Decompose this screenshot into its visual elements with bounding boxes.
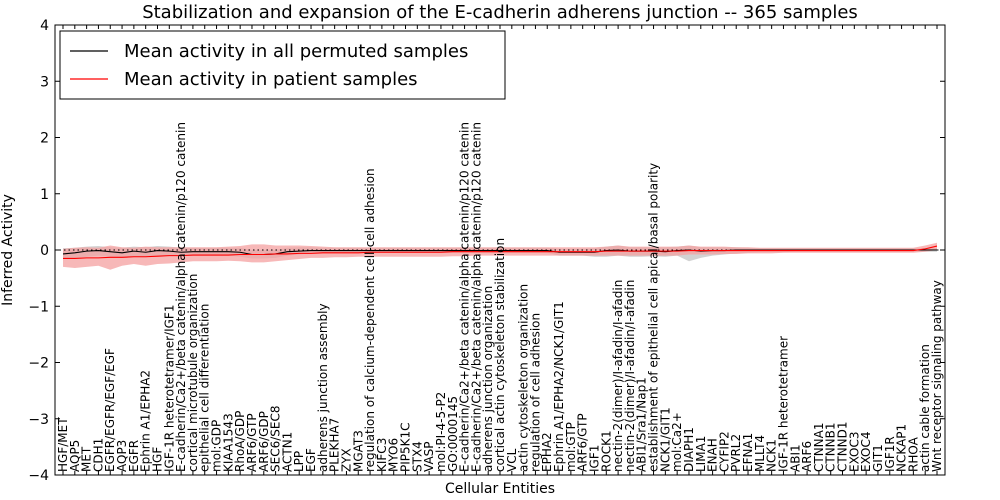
legend-box (59, 30, 506, 100)
x-tick-label: adherens junction organization (481, 286, 495, 472)
series-1-line (63, 245, 938, 259)
x-tick-label: E-cadherin/Ca2+/beta catenin/alpha caten… (174, 122, 188, 472)
x-tick-label: NCKAP1 (895, 424, 909, 472)
x-tick-label: nectin-2(dimer)/I-afadin/I-afadin (611, 280, 625, 472)
x-tick-label: EGF (304, 448, 318, 472)
x-tick-label: EGFR/EGFR/EGF/EGF (103, 348, 117, 472)
x-tick-label: CYFIP2 (717, 431, 731, 472)
x-tick-label: ARF6/GTP (245, 413, 259, 472)
x-tick-label: RHOA (906, 436, 920, 472)
x-tick-label: ROCK1 (599, 430, 613, 472)
x-tick-label: CTNNB1 (824, 422, 838, 472)
y-tick-label: −4 (28, 468, 49, 484)
x-tick-label: NCK1 (765, 439, 779, 472)
x-tick-label: ARF6 (800, 441, 814, 472)
legend: Mean activity in all permuted samples Me… (59, 30, 506, 100)
legend-label-patient: Mean activity in patient samples (124, 69, 418, 90)
chart-title: Stabilization and expansion of the E-cad… (142, 2, 858, 23)
x-tick-label: ZYX (339, 448, 353, 472)
x-tick-label: regulation of calcium-dependent cell-cel… (363, 168, 377, 472)
x-tick-label: PVRL2 (729, 434, 743, 472)
x-tick-label: AQP5 (68, 440, 82, 472)
x-tick-label: CTNNA1 (812, 422, 826, 472)
x-tick-label: EPHA2 (540, 432, 554, 472)
x-tick-label: KIAA1543 (221, 413, 235, 472)
x-tick-label: ACTN1 (280, 432, 294, 472)
y-axis-label: Inferred Activity (0, 194, 16, 306)
x-tick-label: E-cadherin/Ca2+/beta catenin/alpha caten… (469, 122, 483, 472)
x-tick-label: nectin-2(dimer)/I-afadin/I-afadin (623, 280, 637, 472)
x-axis-label: Cellular Entities (445, 481, 555, 497)
x-tick-label: establishment of epithelial cell apical/… (647, 163, 661, 472)
x-tick-label: cortical actin cytoskeleton stabilizatio… (493, 238, 507, 472)
x-tick-label: epithelial cell differentiation (198, 304, 212, 472)
x-tick-label: E-cadherin/Ca2+/beta catenin/alpha caten… (458, 122, 472, 472)
x-tick-label: GO:0000145 (446, 396, 460, 472)
x-tick-label: VCL (505, 448, 519, 472)
x-tick-label: ARF6/GTP (576, 413, 590, 472)
legend-label-permuted: Mean activity in all permuted samples (124, 41, 468, 62)
x-tick-label: IGF1R (883, 436, 897, 472)
x-tick-label: adherens junction assembly (316, 303, 330, 472)
x-tick-label: MET (80, 446, 94, 472)
x-tick-label: GIT1 (871, 444, 885, 472)
x-tick-label: PIP5K1C (399, 422, 413, 472)
x-tick-label: ABI1/Sra1/Nap1 (635, 377, 649, 472)
x-tick-label: IGF1 (587, 445, 601, 472)
x-tick-label: ABI1 (788, 444, 802, 472)
x-tick-label: Ephrin A1/EPHA2 (139, 370, 153, 472)
x-tick-label: CDH1 (91, 438, 105, 472)
y-tick-label: 0 (40, 243, 49, 259)
y-tick-label: −2 (28, 356, 49, 372)
x-tick-label: EGFR (127, 440, 141, 472)
x-tick-label: NCK1/GIT1 (658, 407, 672, 472)
y-tick-label: 1 (40, 187, 49, 203)
x-tick-label: EXOC4 (859, 432, 873, 473)
x-tick-label: IGF-1R heterotetramer/IGF1 (162, 305, 176, 472)
x-tick-label: HGF/MET (56, 417, 70, 472)
x-tick-label: Wnt receptor signaling pathway (930, 280, 944, 472)
x-tick-label: STX4 (410, 441, 424, 472)
x-tick-label: VASP (422, 441, 436, 472)
x-tick-label: CTNND1 (836, 421, 850, 472)
x-tick-label: AQP3 (115, 440, 129, 472)
x-tick-label: EFNA1 (741, 433, 755, 472)
series-0-line (62, 249, 937, 256)
x-tick-label: HGF (150, 447, 164, 472)
x-tick-label: actin cable formation (918, 344, 932, 472)
y-tick-label: 2 (40, 131, 49, 147)
x-tick-label: MYO6 (387, 438, 401, 472)
series-1-band (63, 242, 937, 270)
x-tick-label: RhoA/GDP (233, 411, 247, 472)
x-tick-label: actin cytoskeleton organization (517, 284, 531, 472)
x-tick-label: DIAPH1 (682, 427, 696, 472)
y-tick-label: 3 (40, 74, 49, 90)
x-tick-label: mol:PI-4-5-P2 (434, 392, 448, 472)
y-tick-label: −1 (28, 299, 49, 315)
x-tick-label: MGAT3 (351, 430, 365, 472)
y-tick-label: −3 (28, 412, 49, 428)
x-tick-label: mol:GTP (564, 422, 578, 472)
x-tick-label: KIFC3 (375, 438, 389, 472)
x-tick-label: MLLT4 (753, 435, 767, 472)
x-tick-label: regulation of cell adhesion (528, 313, 542, 472)
x-tick-label: ARF6/GDP (257, 411, 271, 472)
x-tick-label: cortical microtubule organization (186, 274, 200, 472)
x-tick-label: ENAH (706, 438, 720, 472)
x-tick-label: mol:GDP (210, 420, 224, 472)
x-tick-label: SEC6/SEC8 (269, 406, 283, 472)
x-tick-label: PLEKHA7 (328, 418, 342, 472)
x-tick-label: LPP (292, 451, 306, 472)
x-tick-label: mol:Ca2+ (670, 412, 684, 472)
y-tick-label: 4 (40, 18, 49, 34)
x-tick-label: Ephrin A1/EPHA2/NCK1/GIT1 (552, 301, 566, 472)
x-tick-label: EXOC3 (847, 432, 861, 473)
x-tick-label: IGF-1R heterotetramer (776, 336, 790, 472)
x-tick-label: LIMA1 (694, 436, 708, 472)
